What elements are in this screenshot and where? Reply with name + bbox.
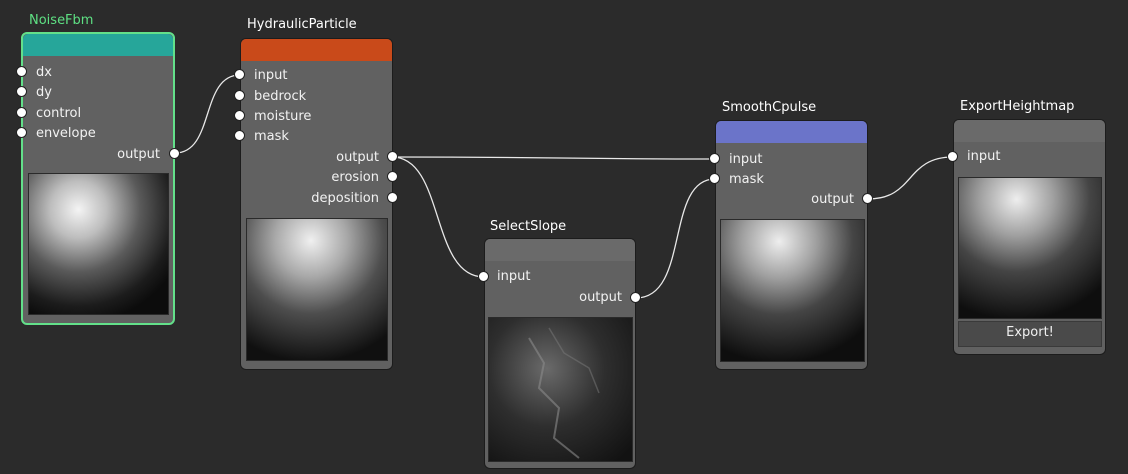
node-hydraulicparticle[interactable]: input bedrock moisture mask output erosi… [240, 38, 393, 370]
port-label-mask: mask [729, 172, 764, 187]
link-noise-to-hydraulic [174, 74, 241, 154]
input-port-control[interactable] [16, 107, 27, 118]
port-label-output: output [117, 147, 160, 162]
node-header[interactable] [23, 34, 173, 56]
output-port-deposition[interactable] [387, 192, 398, 203]
output-port-erosion[interactable] [387, 171, 398, 182]
port-label-erosion: erosion [331, 170, 379, 185]
port-label-input: input [254, 68, 288, 83]
input-port-input[interactable] [478, 271, 489, 282]
port-label-mask: mask [254, 129, 289, 144]
node-title-exportheightmap: ExportHeightmap [960, 99, 1075, 114]
link-hydraulic-to-smooth-input [391, 156, 716, 160]
input-port-dx[interactable] [16, 66, 27, 77]
node-title-noisefbm: NoiseFbm [29, 13, 94, 28]
export-button[interactable]: Export! [958, 321, 1102, 347]
port-label-output: output [811, 192, 854, 207]
input-port-dy[interactable] [16, 86, 27, 97]
node-header[interactable] [716, 121, 867, 143]
input-port-bedrock[interactable] [234, 90, 245, 101]
port-label-input: input [497, 269, 531, 284]
heightmap-preview [720, 219, 865, 362]
node-noisefbm[interactable]: dx dy control envelope output [21, 32, 175, 325]
heightmap-preview [246, 218, 388, 361]
port-label-bedrock: bedrock [254, 89, 307, 104]
output-port-output[interactable] [862, 193, 873, 204]
node-header[interactable] [485, 239, 635, 261]
node-title-selectslope: SelectSlope [490, 219, 567, 234]
input-port-mask[interactable] [234, 130, 245, 141]
node-header[interactable] [241, 39, 392, 61]
output-port-output[interactable] [169, 148, 180, 159]
port-label-input: input [967, 149, 1001, 164]
port-label-envelope: envelope [36, 126, 96, 141]
input-port-mask[interactable] [709, 173, 720, 184]
port-label-moisture: moisture [254, 109, 312, 124]
input-port-input[interactable] [234, 69, 245, 80]
port-label-input: input [729, 152, 763, 167]
node-title-hydraulicparticle: HydraulicParticle [247, 17, 357, 32]
port-label-output: output [579, 290, 622, 305]
link-smooth-to-export [867, 156, 954, 200]
node-selectslope[interactable]: input output [484, 238, 636, 469]
slope-preview [488, 317, 633, 462]
port-label-control: control [36, 106, 82, 121]
node-smoothcpulse[interactable]: input mask output [715, 120, 868, 370]
heightmap-preview [28, 173, 169, 315]
port-label-output: output [336, 150, 379, 165]
input-port-envelope[interactable] [16, 127, 27, 138]
heightmap-preview [958, 177, 1102, 319]
output-port-output[interactable] [630, 292, 641, 303]
input-port-moisture[interactable] [234, 110, 245, 121]
output-port-output[interactable] [387, 151, 398, 162]
node-exportheightmap[interactable]: input Export! [953, 119, 1106, 355]
node-title-smoothcpulse: SmoothCpulse [722, 100, 817, 115]
port-label-dy: dy [36, 85, 52, 100]
input-port-input[interactable] [947, 151, 958, 162]
port-label-deposition: deposition [311, 191, 379, 206]
input-port-input[interactable] [709, 153, 720, 164]
link-hydraulic-to-selectslope [391, 156, 485, 278]
port-label-dx: dx [36, 65, 52, 80]
node-header[interactable] [954, 120, 1105, 142]
link-selectslope-to-smooth-mask [635, 178, 716, 299]
